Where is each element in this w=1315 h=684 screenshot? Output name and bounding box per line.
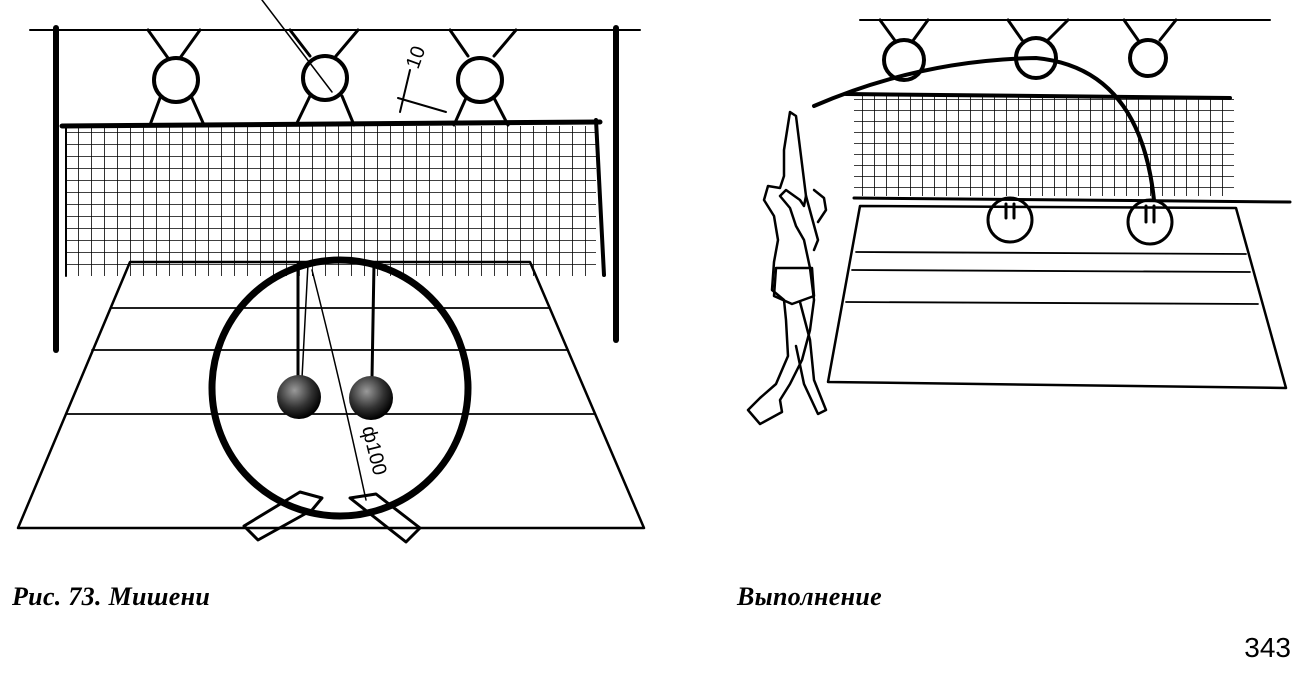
execution-illustration bbox=[746, 18, 1292, 426]
ring-targets: 10 bbox=[146, 0, 518, 127]
target-illustration: 10 ф100 bbox=[16, 0, 646, 544]
execution-figure bbox=[730, 0, 1315, 470]
volleyball-net bbox=[844, 92, 1292, 204]
ball-trajectory bbox=[812, 56, 1156, 202]
dimension-mark: 10 bbox=[397, 43, 447, 113]
hoop-targets bbox=[986, 196, 1174, 246]
hanging-ball bbox=[349, 376, 393, 420]
page-number: 343 bbox=[1244, 632, 1291, 663]
ring-targets bbox=[878, 18, 1178, 82]
figure-caption: Рис. 73. Мишени bbox=[12, 582, 210, 612]
volleyball-net bbox=[59, 119, 603, 277]
court-floor bbox=[16, 260, 646, 530]
player-figure bbox=[746, 110, 828, 426]
hanging-ball bbox=[277, 375, 321, 419]
ring-target bbox=[448, 28, 518, 127]
dimension-small-label: 10 bbox=[402, 43, 430, 71]
hoop-diameter-label: ф100 bbox=[357, 424, 390, 478]
ring-target bbox=[288, 28, 360, 127]
figure-title: Мишени bbox=[108, 582, 211, 611]
target-figure: 10 ф100 bbox=[0, 0, 660, 560]
figure-number: Рис. 73. bbox=[12, 582, 102, 611]
court-floor bbox=[826, 204, 1288, 390]
ring-target bbox=[146, 28, 206, 127]
net-frame bbox=[29, 25, 641, 353]
hoop-target: ф100 bbox=[208, 256, 472, 544]
execution-caption: Выполнение bbox=[737, 582, 882, 611]
